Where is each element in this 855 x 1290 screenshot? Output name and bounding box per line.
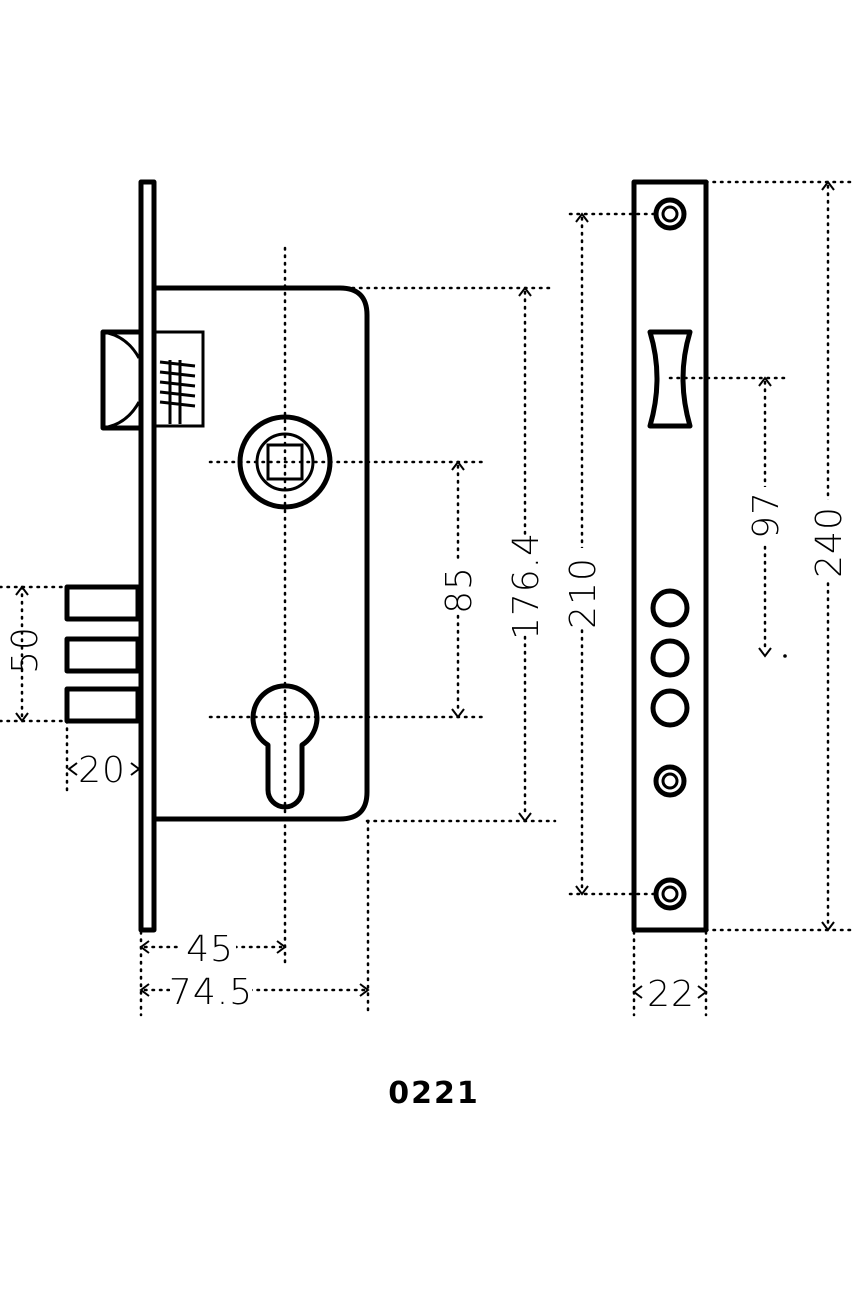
latch-spring: [159, 360, 196, 424]
dim-240: 240: [809, 506, 850, 578]
dim-50: 50: [5, 626, 46, 674]
latch-opening: [647, 329, 693, 429]
bolt-hole-1: [650, 588, 690, 628]
cylinder-hole: [250, 683, 320, 810]
fixing-screw-bottom: [653, 877, 687, 911]
deadbolt-2: [64, 636, 141, 674]
fixing-screw-middle: [653, 764, 687, 798]
deadbolt-3: [64, 686, 141, 724]
bolt-hole-2: [650, 638, 690, 678]
front-view: 210 97 240 22: [562, 179, 855, 1017]
lock-case: [154, 285, 370, 822]
fixing-screw-top: [653, 197, 687, 231]
dim-176-4: 176.4: [506, 532, 547, 640]
side-view: 50 20 85 176.4 45 74.5: [0, 179, 557, 1017]
dim-85: 85: [439, 566, 480, 614]
bolt-hole-3: [650, 688, 690, 728]
front-faceplate: [631, 179, 709, 933]
dim-20: 20: [78, 750, 126, 791]
side-faceplate: [138, 179, 157, 933]
dim-45: 45: [186, 929, 234, 970]
deadbolt-1: [64, 584, 141, 622]
model-number: 0221: [388, 1076, 480, 1111]
latch-bolt: [100, 329, 205, 431]
dim-97: 97: [746, 491, 787, 539]
dim-210: 210: [563, 557, 604, 629]
deadbolts: [64, 584, 141, 724]
dim-74-5: 74.5: [169, 972, 253, 1013]
dim-22: 22: [647, 974, 695, 1015]
